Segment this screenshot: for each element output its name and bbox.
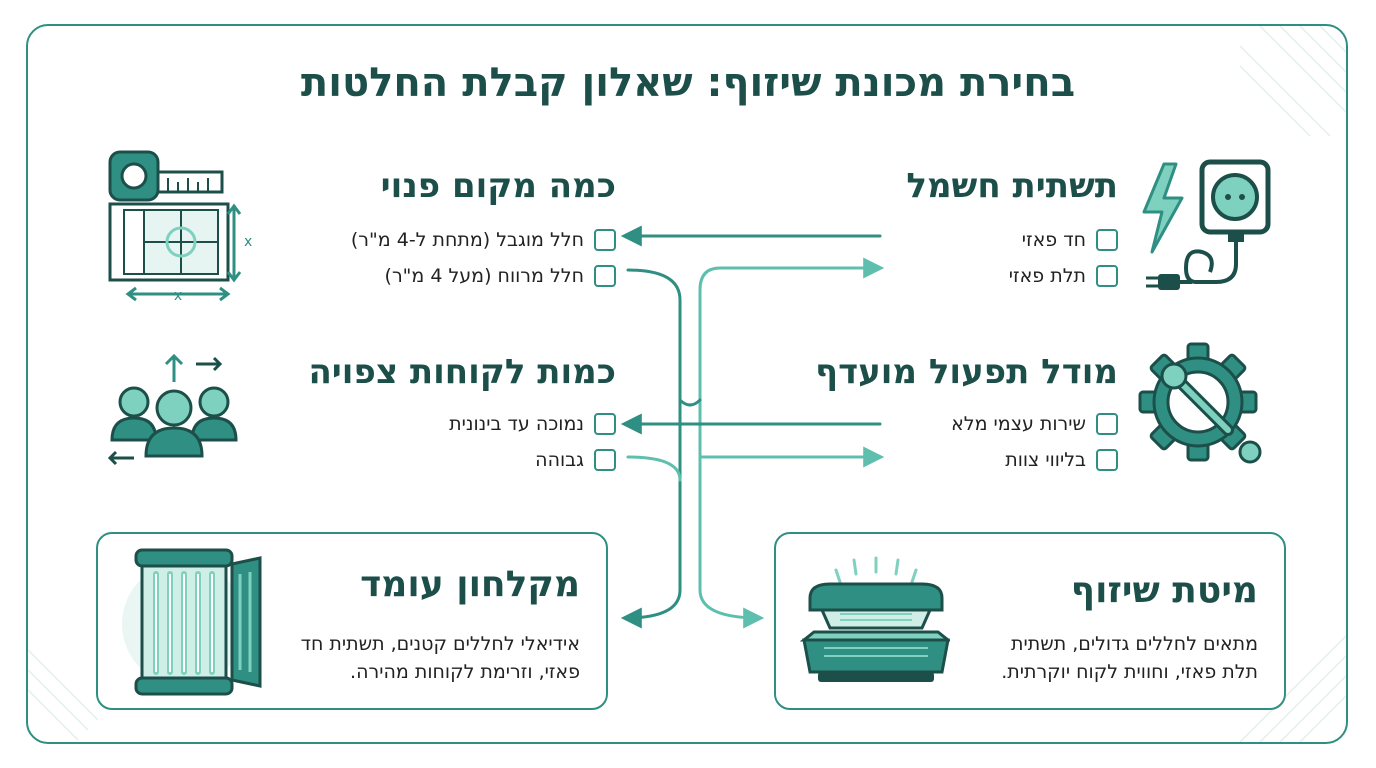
option-spacious[interactable]: חלל מרווח (מעל 4 מ"ר) — [236, 258, 616, 294]
question-space-heading: כמה מקום פנוי — [380, 166, 616, 206]
checkbox[interactable] — [594, 229, 616, 251]
checkbox[interactable] — [594, 449, 616, 471]
checkbox[interactable] — [1096, 265, 1118, 287]
result-card-tanning-bed: מיטת שיזוף מתאים לחללים גדולים, תשתית תל… — [774, 532, 1286, 710]
option-low-medium[interactable]: נמוכה עד בינונית — [236, 406, 616, 442]
people-group-icon — [107, 353, 238, 466]
question-operation-heading: מודל תפעול מועדף — [815, 352, 1118, 392]
option-high[interactable]: גבוהה — [236, 442, 616, 478]
result-standing-text-line1: אידיאלי לחללים קטנים, תשתית חד — [300, 633, 580, 655]
option-three-phase[interactable]: תלת פאזי — [758, 258, 1118, 294]
result-standing-heading: מקלחון עומד — [360, 564, 580, 605]
outer-frame — [26, 24, 1348, 744]
option-staff-assisted[interactable]: בליווי צוות — [738, 442, 1118, 478]
question-customers-heading: כמות לקוחות צפויה — [308, 352, 616, 392]
question-space: כמה מקום פנוי חלל מוגבל (מתחת ל-4 מ"ר) ח… — [236, 166, 616, 294]
question-electric-heading: תשתית חשמל — [906, 166, 1118, 206]
question-customers: כמות לקוחות צפויה נמוכה עד בינונית גבוהה — [236, 352, 616, 478]
option-single-phase[interactable]: חד פאזי — [758, 222, 1118, 258]
result-standing-text-line2: פאזי, וזרימת לקוחות מהירה. — [350, 661, 580, 683]
checkbox[interactable] — [1096, 449, 1118, 471]
result-bed-heading: מיטת שיזוף — [1070, 570, 1258, 611]
question-operation: מודל תפעול מועדף שירות עצמי מלא בליווי צ… — [738, 352, 1118, 478]
tape-measure-floorplan-icon: x x — [108, 150, 252, 303]
option-full-self-service[interactable]: שירות עצמי מלא — [738, 406, 1118, 442]
standing-tanning-booth-icon — [122, 548, 262, 696]
tanning-bed-icon — [800, 556, 950, 682]
result-bed-text-line1: מתאים לחללים גדולים, תשתית — [1011, 633, 1258, 655]
result-card-standing-booth: מקלחון עומד אידיאלי לחללים קטנים, תשתית … — [96, 532, 608, 710]
checkbox[interactable] — [1096, 229, 1118, 251]
page-title: בחירת מכונת שיזוף: שאלון קבלת החלטות — [300, 60, 1076, 106]
result-bed-text-line2: תלת פאזי, וחווית לקוח יוקרתית. — [1001, 661, 1258, 683]
checkbox[interactable] — [594, 413, 616, 435]
checkbox[interactable] — [594, 265, 616, 287]
measure-label: x — [244, 234, 252, 250]
option-limited-space[interactable]: חלל מוגבל (מתחת ל-4 מ"ר) — [236, 222, 616, 258]
gear-wrench-icon — [1138, 342, 1262, 464]
measure-label: x — [174, 288, 182, 303]
power-outlet-lightning-icon — [1142, 159, 1271, 290]
question-electric: תשתית חשמל חד פאזי תלת פאזי — [758, 166, 1118, 294]
checkbox[interactable] — [1096, 413, 1118, 435]
